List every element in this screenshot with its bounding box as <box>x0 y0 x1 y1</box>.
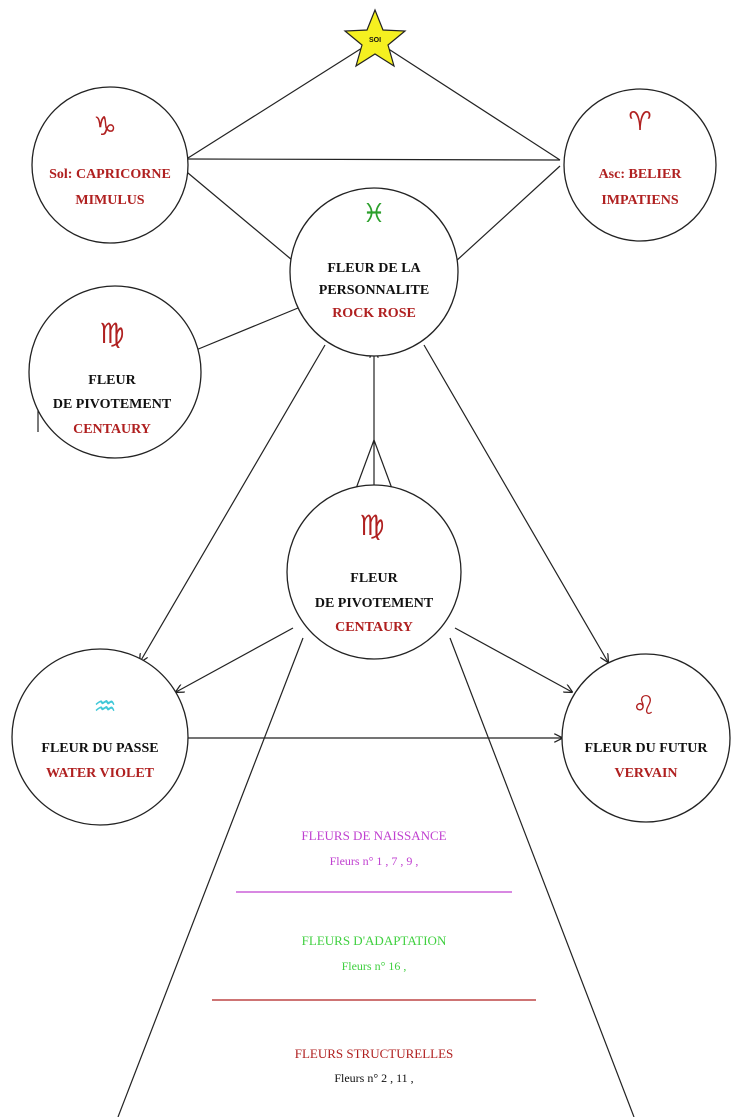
flower-sections: FLEURS DE NAISSANCE Fleurs n° 1 , 7 , 9 … <box>212 828 536 1085</box>
pivot-center-line2: DE PIVOTEMENT <box>315 596 434 611</box>
arrow-pivot-to-future <box>454 627 572 692</box>
line-pivot-left-to-personality <box>195 307 299 351</box>
node-sun-sign: ♑ Sol: CAPRICORNE MIMULUS <box>31 86 189 244</box>
pisces-icon: ♓ <box>362 199 385 229</box>
sun-sign-label: Sol: CAPRICORNE <box>49 167 171 182</box>
future-label: FLEUR DU FUTUR <box>585 741 709 756</box>
personality-flower: ROCK ROSE <box>332 306 416 321</box>
pyramid-right-edge <box>449 637 635 1117</box>
aries-icon: ♈ <box>628 107 651 137</box>
section-birth-title: FLEURS DE NAISSANCE <box>301 828 446 843</box>
sun-label: SOI <box>369 37 381 44</box>
section-structural-title: FLEURS STRUCTURELLES <box>295 1046 454 1061</box>
pivot-center-line1: FLEUR <box>350 571 398 586</box>
line-sun-to-aries <box>386 47 561 161</box>
future-flower: VERVAIN <box>614 766 677 781</box>
pivot-left-flower: CENTAURY <box>73 422 151 437</box>
past-label: FLEUR DU PASSE <box>41 741 158 756</box>
arrow-personality-to-past <box>140 344 326 662</box>
pivot-center-flower: CENTAURY <box>335 620 413 635</box>
sun-sign-flower: MIMULUS <box>75 193 144 208</box>
star-icon <box>343 8 407 68</box>
section-structural-subtitle: Fleurs n° 2 , 11 , <box>334 1071 413 1085</box>
line-capricorn-to-aries <box>187 158 561 161</box>
node-past: ♒ FLEUR DU PASSE WATER VIOLET <box>11 648 189 826</box>
personality-line1: FLEUR DE LA <box>327 261 421 276</box>
ascendant-flower: IMPATIENS <box>601 193 678 208</box>
leo-icon: ♌ <box>632 691 655 721</box>
node-future: ♌ FLEUR DU FUTUR VERVAIN <box>561 653 731 823</box>
capricorn-icon: ♑ <box>93 112 116 142</box>
pyramid-left-edge <box>117 637 304 1117</box>
arrow-pivot-to-past <box>176 627 294 692</box>
section-adaptation-subtitle: Fleurs n° 16 , <box>342 959 407 973</box>
personality-line2: PERSONNALITE <box>319 283 429 298</box>
section-birth-subtitle: Fleurs n° 1 , 7 , 9 , <box>330 854 419 868</box>
connector-lines <box>37 47 635 1117</box>
pivot-left-line2: DE PIVOTEMENT <box>53 397 172 412</box>
sun-star: SOI <box>343 8 407 68</box>
node-personality: ♓ FLEUR DE LA PERSONNALITE ROCK ROSE <box>289 187 459 357</box>
node-pivot-left: ♍ FLEUR DE PIVOTEMENT CENTAURY <box>28 285 202 459</box>
connector-right-branch <box>373 439 395 495</box>
arrow-personality-to-future <box>423 344 608 662</box>
ascendant-label: Asc: BELIER <box>599 167 683 182</box>
connector-left-branch <box>353 439 375 495</box>
node-ascendant: ♈ Asc: BELIER IMPATIENS <box>563 88 717 242</box>
past-flower: WATER VIOLET <box>46 766 155 781</box>
line-aries-to-personality <box>454 165 561 263</box>
virgo-icon: ♍ <box>99 317 124 350</box>
aquarius-icon: ♒ <box>93 692 116 722</box>
line-capricorn-to-personality <box>181 167 293 261</box>
line-sun-to-capricorn <box>187 47 363 159</box>
node-pivot-center: ♍ FLEUR DE PIVOTEMENT CENTAURY <box>286 484 462 660</box>
section-adaptation-title: FLEURS D'ADAPTATION <box>302 933 447 948</box>
pivot-left-line1: FLEUR <box>88 373 136 388</box>
virgo-icon: ♍ <box>359 509 384 542</box>
